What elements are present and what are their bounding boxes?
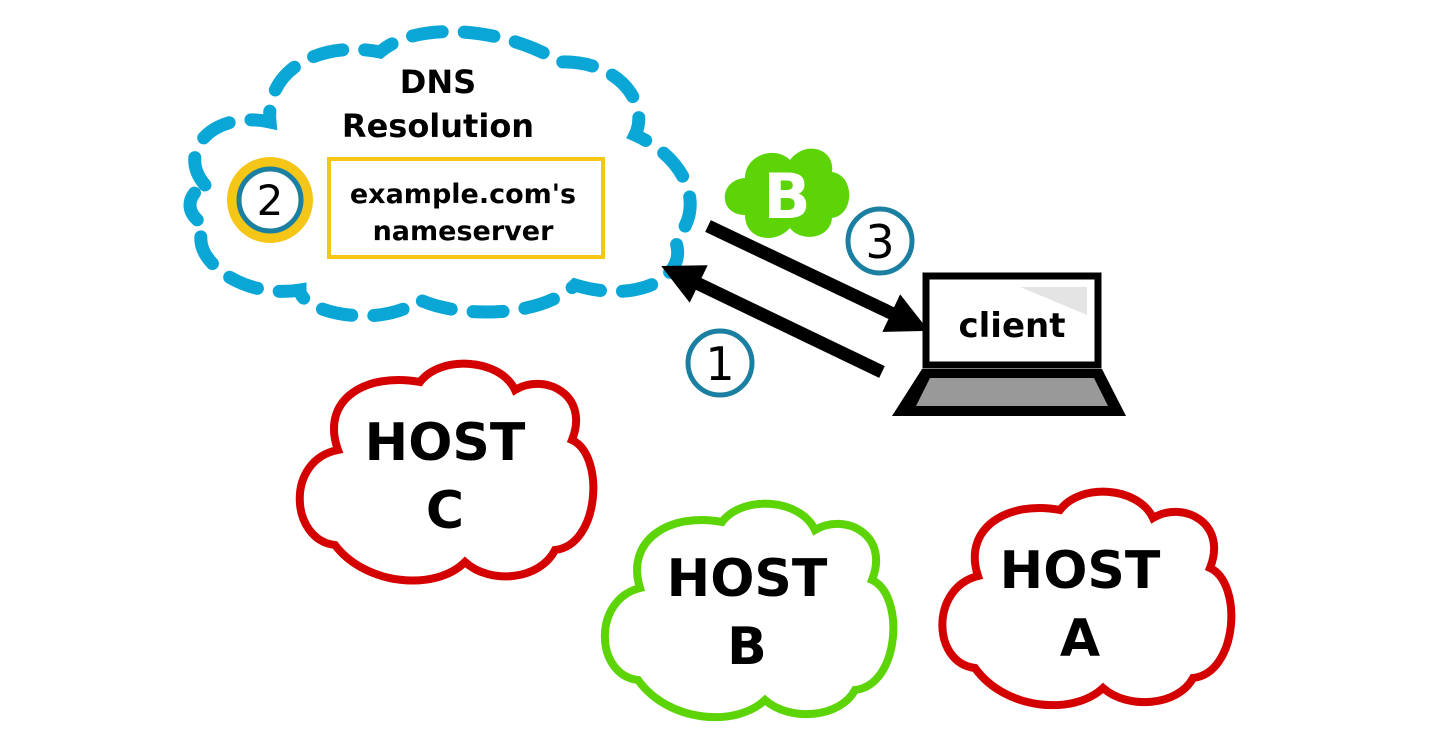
host-c-cloud: HOST C xyxy=(295,359,598,585)
host-c-line2: C xyxy=(426,481,464,541)
resolved-answer-label: B xyxy=(763,160,810,233)
host-a-line1: HOST xyxy=(1000,541,1161,601)
nameserver-line1: example.com's xyxy=(350,179,576,210)
resolved-answer-cloud-icon: B xyxy=(724,148,850,238)
step-3-label: 3 xyxy=(865,215,894,269)
host-c-line1: HOST xyxy=(365,413,526,473)
step-1-label: 1 xyxy=(705,337,734,391)
host-b-line2: B xyxy=(727,617,767,677)
nameserver-box xyxy=(327,157,605,259)
arrow-query-to-dns xyxy=(661,265,885,378)
dns-zone-title-line1: DNS xyxy=(400,63,476,101)
step-1-marker: 1 xyxy=(685,328,755,398)
client-label: client xyxy=(959,306,1066,346)
client-laptop-icon: client xyxy=(892,272,1126,416)
nameserver-line2: nameserver xyxy=(373,216,554,247)
dns-zone-outline xyxy=(183,25,697,323)
step-2-marker: 2 xyxy=(227,157,313,243)
host-a-line2: A xyxy=(1060,609,1100,669)
step-3-marker: 3 xyxy=(845,206,915,276)
host-b-line1: HOST xyxy=(667,549,828,609)
host-b-cloud: HOST B xyxy=(601,499,898,722)
step-2-label: 2 xyxy=(257,176,284,225)
arrow-answer-to-client xyxy=(705,220,929,332)
dns-zone-title-line2: Resolution xyxy=(342,107,534,145)
host-a-cloud: HOST A xyxy=(938,487,1236,710)
